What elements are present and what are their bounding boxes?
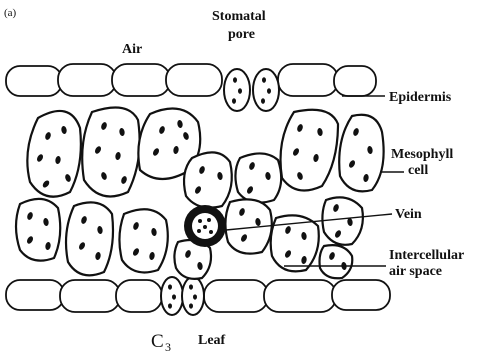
c3-letter: C xyxy=(151,331,164,352)
vein xyxy=(184,205,226,247)
panel-label: (a) xyxy=(4,7,17,19)
intercellular-air-space-label-line2: air space xyxy=(389,264,442,279)
upper-stomata xyxy=(224,69,279,111)
intercellular-air-space-label-line1: Intercellular xyxy=(389,248,464,263)
mesophyll-cell xyxy=(16,199,60,261)
epidermis-label: Epidermis xyxy=(389,90,452,105)
epidermal-cell xyxy=(332,280,390,310)
mesophyll-cell xyxy=(281,110,339,191)
mesophyll-cell xyxy=(119,209,167,272)
epidermal-cell xyxy=(6,280,64,310)
epidermal-cell xyxy=(112,64,170,96)
mesophyll-cell xyxy=(320,245,353,278)
upper-epidermis xyxy=(6,64,376,96)
epidermal-cell xyxy=(116,280,162,312)
epidermal-cell xyxy=(58,64,116,96)
vein-label: Vein xyxy=(395,207,422,222)
mesophyll-cell xyxy=(82,108,139,197)
stomatal-pore-label-line2: pore xyxy=(228,27,255,42)
c3-subscript: 3 xyxy=(165,340,171,354)
air-label: Air xyxy=(122,42,142,57)
mesophyll-cell-label-line2: cell xyxy=(408,163,428,178)
epidermal-cell xyxy=(264,280,336,312)
mesophyll-cell xyxy=(27,111,81,197)
mesophyll-cell xyxy=(322,197,362,244)
guard-cell xyxy=(253,69,279,111)
leaf-label: Leaf xyxy=(198,333,226,348)
lower-stomata xyxy=(161,277,204,315)
mesophyll-cell-label-line1: Mesophyll xyxy=(391,147,453,162)
mesophyll-cell xyxy=(184,152,232,207)
guard-cell xyxy=(182,277,204,315)
epidermal-cell xyxy=(278,64,338,96)
epidermal-cell xyxy=(60,280,120,312)
mesophyll-cell xyxy=(235,153,281,202)
epidermal-cell xyxy=(204,280,268,312)
epidermal-cell xyxy=(334,66,376,96)
mesophyll-cell xyxy=(339,115,383,192)
guard-cell xyxy=(161,277,183,315)
guard-cell xyxy=(224,69,250,111)
stomatal-pore-label-line1: Stomatal xyxy=(212,9,266,24)
mesophyll-layer xyxy=(16,108,384,279)
mesophyll-cell xyxy=(66,202,113,275)
epidermal-cell xyxy=(6,66,62,96)
epidermal-cell xyxy=(166,64,222,96)
